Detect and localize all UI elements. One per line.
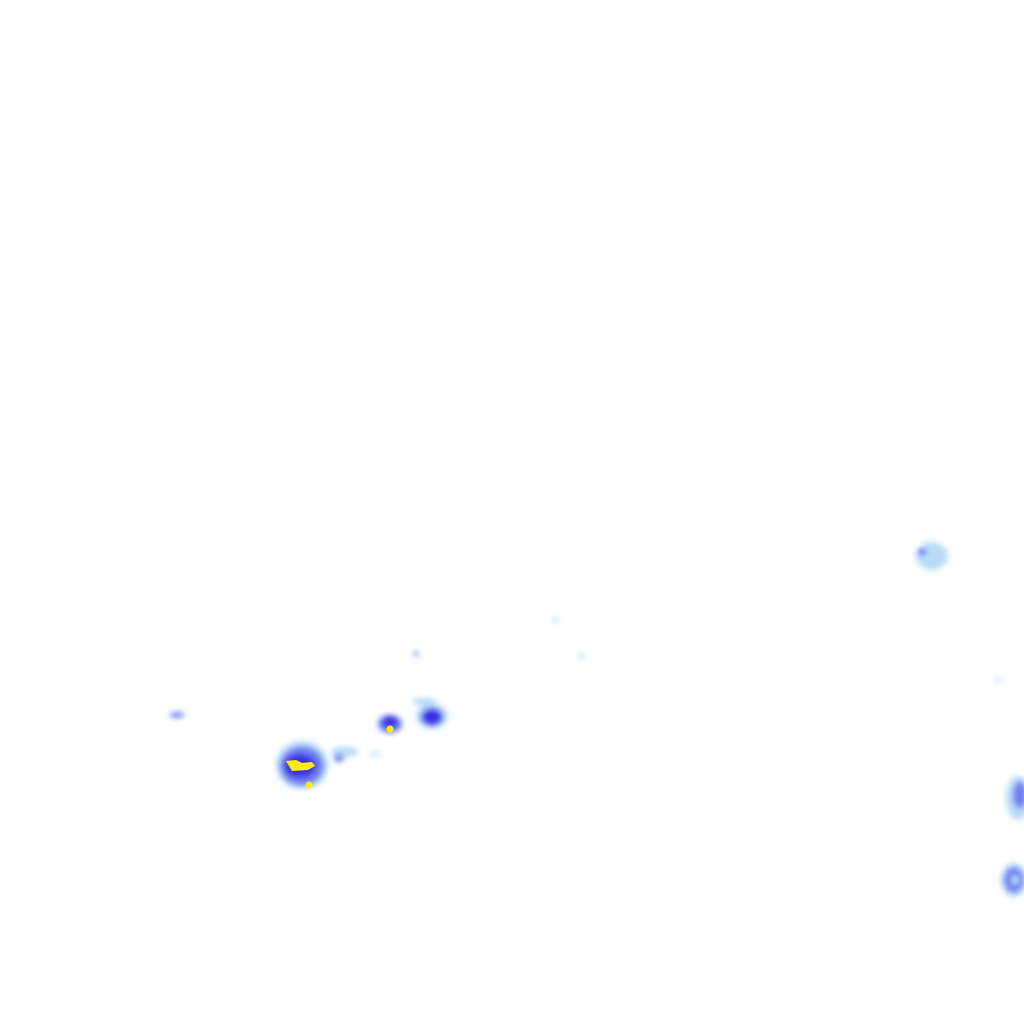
intense-core-south: [305, 781, 313, 789]
storm-cell-main: [276, 741, 359, 789]
storm-cell-center: [378, 698, 448, 733]
storm-cell-east: [1001, 776, 1024, 897]
intense-core-center: [386, 725, 394, 733]
storm-cell-northeast: [916, 542, 948, 570]
intense-core-main: [286, 760, 315, 771]
storm-cell-west: [170, 712, 184, 718]
intense-cores: [286, 725, 394, 789]
scattered-echoes: [370, 618, 1000, 756]
